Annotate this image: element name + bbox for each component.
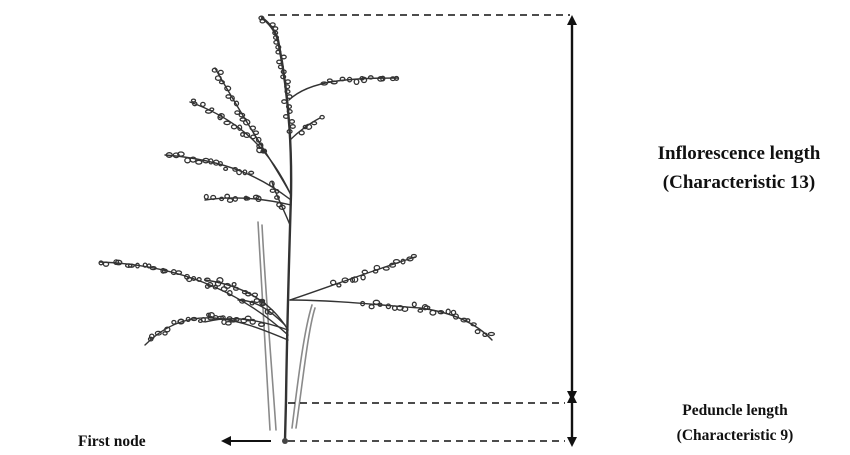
first-node-label: First node (78, 432, 198, 452)
spikelet (312, 122, 317, 125)
spikelet (224, 121, 230, 124)
panicle-branches (100, 68, 492, 345)
spikelet (331, 280, 336, 284)
spikelet (218, 70, 223, 74)
plant-illustration (99, 16, 494, 440)
spikelet (282, 100, 287, 104)
spikelet (424, 306, 430, 309)
spikelet (147, 264, 151, 268)
spikelet (196, 160, 202, 164)
spikelet (251, 135, 256, 139)
spikelet (466, 319, 470, 322)
spikelet (143, 263, 147, 267)
spikelet (222, 320, 226, 325)
spikelet (211, 196, 216, 200)
spikelet (412, 302, 416, 306)
spikelet (235, 111, 240, 114)
spikelet (185, 158, 190, 163)
spikelet (290, 120, 295, 124)
spikelet (270, 189, 275, 192)
spikelet (172, 321, 176, 325)
spikelet (337, 284, 341, 287)
spikelet (103, 262, 108, 266)
inflorescence-characteristic: (Characteristic 13) (610, 168, 850, 197)
peduncle-characteristic: (Characteristic 9) (640, 423, 830, 448)
spikelet (206, 285, 210, 289)
spikelet (369, 76, 373, 79)
spikelet (394, 260, 400, 264)
spikelet (299, 131, 304, 135)
spikelet (488, 333, 494, 336)
spikelet (225, 194, 230, 198)
spikelet (202, 318, 206, 322)
spikelet (206, 110, 212, 113)
spikelet (249, 171, 254, 174)
spikelet (446, 309, 450, 314)
spikelet (483, 333, 487, 336)
spikelet (412, 255, 417, 258)
peduncle-length-label: Peduncle length (Characteristic 9) (640, 398, 830, 448)
spikelet (354, 79, 359, 84)
spikelet (99, 261, 103, 265)
spikelet (224, 167, 228, 170)
spikelet (201, 102, 205, 106)
peduncle-title: Peduncle length (640, 398, 830, 423)
spikelet (362, 270, 367, 274)
spikelet (286, 80, 291, 84)
spikelet (232, 125, 237, 129)
spikelet (241, 133, 245, 137)
spikelet (197, 278, 201, 282)
spikelet (386, 304, 390, 309)
spikelet (254, 299, 259, 303)
spikelet (384, 267, 390, 270)
first-node-marker (282, 438, 288, 444)
spikelet (163, 332, 167, 335)
spikelet-clusters (99, 16, 494, 341)
spikelet (369, 305, 374, 309)
spikelet (275, 190, 279, 193)
spikelet (192, 99, 196, 102)
spikelet (475, 330, 480, 334)
spikelet (290, 125, 295, 129)
spikelet (340, 77, 345, 80)
spikelet (418, 309, 422, 312)
spikelet (361, 275, 365, 280)
spikelet (228, 199, 233, 203)
inflorescence-length-label: Inflorescence length (Characteristic 13) (610, 139, 850, 197)
spikelet (320, 116, 324, 119)
spikelet (232, 283, 236, 287)
spikelet (430, 310, 436, 315)
inflorescence-title: Inflorescence length (610, 139, 850, 168)
spikelet (204, 195, 208, 200)
